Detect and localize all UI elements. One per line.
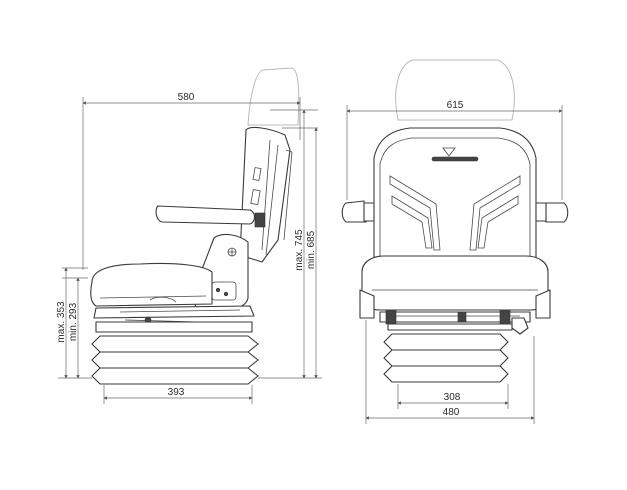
front-view: 615 308 480 — [341, 59, 569, 424]
side-headrest — [247, 67, 300, 126]
dim-side-height-max: max. 353 — [56, 301, 67, 343]
dim-front-base-width: 308 — [444, 392, 461, 403]
side-cushion — [90, 262, 213, 307]
side-base-plate — [95, 321, 253, 333]
dim-front-total-width: 480 — [443, 407, 460, 418]
dim-side-height-min: min. 293 — [68, 302, 79, 341]
backrest-stitching — [389, 175, 521, 251]
front-armrest-right — [545, 202, 569, 223]
dim-side-back-max: max. 745 — [294, 229, 305, 271]
side-bellows — [91, 335, 259, 385]
dim-side-base-depth: 393 — [168, 387, 185, 398]
side-armrest — [155, 205, 256, 225]
dim-front-width: 615 — [447, 100, 464, 111]
dim-side-depth: 580 — [178, 92, 195, 103]
front-cushion — [361, 255, 549, 311]
front-backrest — [373, 127, 537, 263]
front-headrest — [395, 59, 515, 121]
front-rail — [379, 311, 531, 323]
dim-side-back-min: min. 685 — [306, 230, 317, 269]
side-backrest — [239, 126, 291, 263]
front-armrest-left — [341, 200, 367, 223]
side-view: 580 393 max. 353 min. 293 max. 745 min. … — [56, 67, 322, 404]
side-rail — [93, 305, 255, 319]
brand-logo — [431, 156, 479, 162]
front-bellows — [383, 333, 509, 383]
